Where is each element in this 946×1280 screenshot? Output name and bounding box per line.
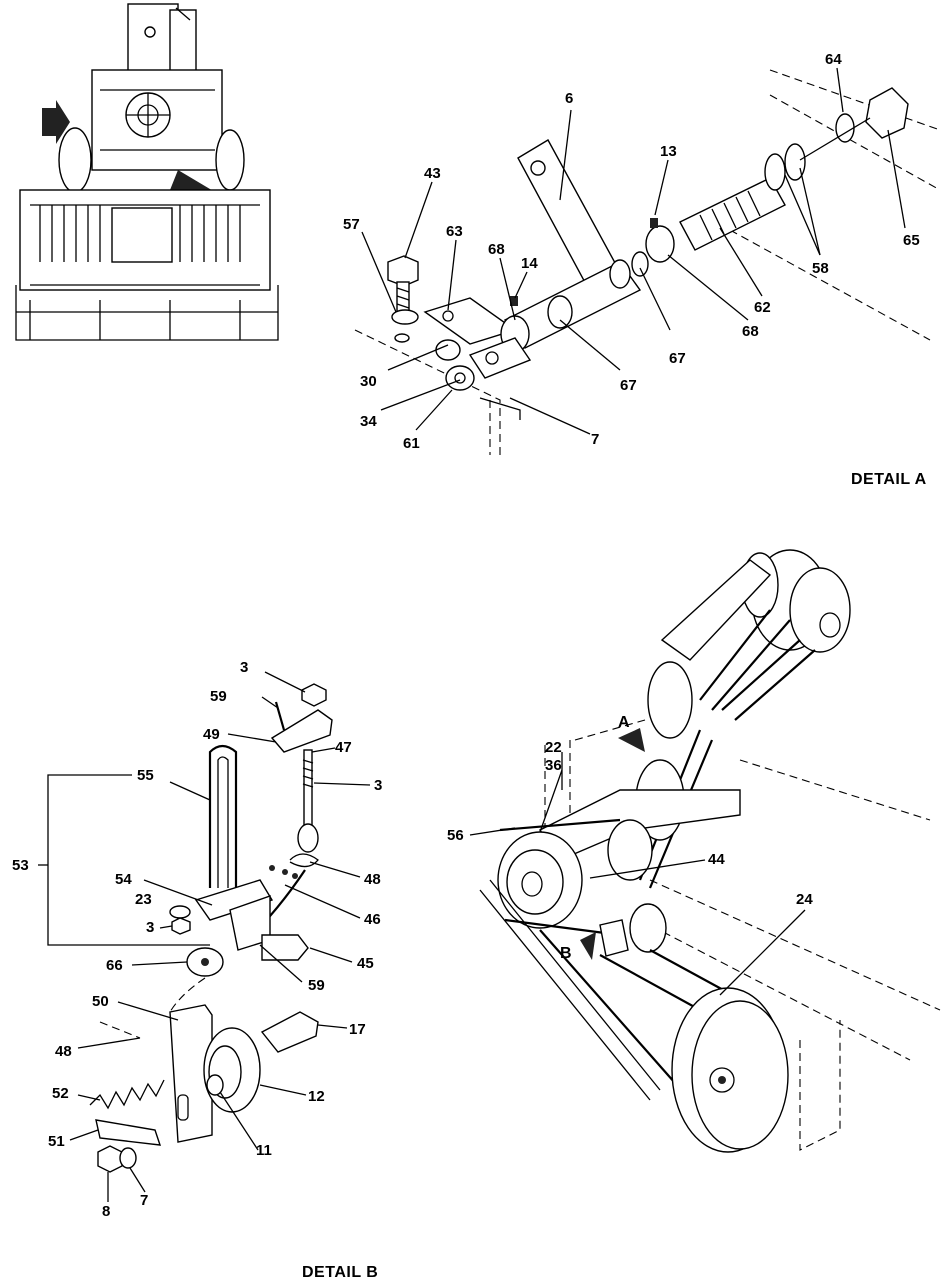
- callout-57: 57: [343, 216, 360, 233]
- callout-45: 45: [357, 955, 374, 972]
- detail-b-marker: B: [560, 945, 572, 962]
- detail-a-title: DETAIL A: [851, 471, 927, 488]
- callout-47: 47: [335, 739, 352, 756]
- location-arrow-icon: [42, 100, 70, 144]
- callout-7-a: 7: [591, 431, 599, 448]
- callout-66: 66: [106, 957, 123, 974]
- callout-55: 55: [137, 767, 154, 784]
- callout-22: 22: [545, 739, 562, 756]
- callout-48-upper: 48: [364, 871, 381, 888]
- callout-51: 51: [48, 1133, 65, 1150]
- callout-48-lower: 48: [55, 1043, 72, 1060]
- callout-46: 46: [364, 911, 381, 928]
- detail-a-labels: 6 13 64 43 57 63 68 14 58 65 62 67 68 67…: [343, 51, 927, 488]
- callout-56: 56: [447, 827, 464, 844]
- callout-6: 6: [565, 90, 573, 107]
- detail-b-labels: 3 59 49 47 3 55 53 54 48 23 3 46 66 59 4…: [12, 659, 382, 1280]
- detail-a-assembly: [354, 69, 941, 455]
- callout-67-right: 67: [669, 350, 686, 367]
- callout-12: 12: [308, 1088, 325, 1105]
- callout-14: 14: [521, 255, 538, 272]
- callout-44: 44: [708, 851, 725, 868]
- main-view-leaders: [469, 752, 806, 996]
- callout-59-lower: 59: [308, 977, 325, 994]
- callout-68-bottom: 68: [742, 323, 759, 340]
- detail-b-assembly: [89, 683, 333, 1173]
- callout-64: 64: [825, 51, 842, 68]
- callout-7-b: 7: [140, 1192, 148, 1209]
- detail-b-title: DETAIL B: [302, 1264, 378, 1280]
- callout-34: 34: [360, 413, 377, 430]
- callout-52: 52: [52, 1085, 69, 1102]
- callout-63: 63: [446, 223, 463, 240]
- callout-17: 17: [349, 1021, 366, 1038]
- callout-8: 8: [102, 1203, 110, 1220]
- detail-a-leaders: [361, 67, 906, 435]
- callout-54: 54: [115, 871, 132, 888]
- callout-59-top: 59: [210, 688, 227, 705]
- callout-49: 49: [203, 726, 220, 743]
- callout-68-top: 68: [488, 241, 505, 258]
- callout-3-lower: 3: [146, 919, 154, 936]
- callout-65: 65: [903, 232, 920, 249]
- main-drive-view: [479, 549, 941, 1153]
- callout-36: 36: [545, 757, 562, 774]
- machine-overview-inset: [15, 3, 279, 341]
- callout-67-left: 67: [620, 377, 637, 394]
- callout-11: 11: [256, 1142, 272, 1159]
- callout-43: 43: [424, 165, 441, 182]
- callout-3-top: 3: [240, 659, 248, 676]
- detail-b-leaders: [38, 671, 371, 1202]
- callout-23: 23: [135, 891, 152, 908]
- callout-30: 30: [360, 373, 377, 390]
- callout-50: 50: [92, 993, 109, 1010]
- callout-58: 58: [812, 260, 829, 277]
- callout-13: 13: [660, 143, 677, 160]
- callout-3-mid: 3: [374, 777, 382, 794]
- detail-a-marker: A: [618, 714, 630, 731]
- main-view-labels: 22 36 56 44 24 A B: [447, 714, 813, 962]
- callout-53: 53: [12, 857, 29, 874]
- callout-24: 24: [796, 891, 813, 908]
- callout-62: 62: [754, 299, 771, 316]
- callout-61: 61: [403, 435, 420, 452]
